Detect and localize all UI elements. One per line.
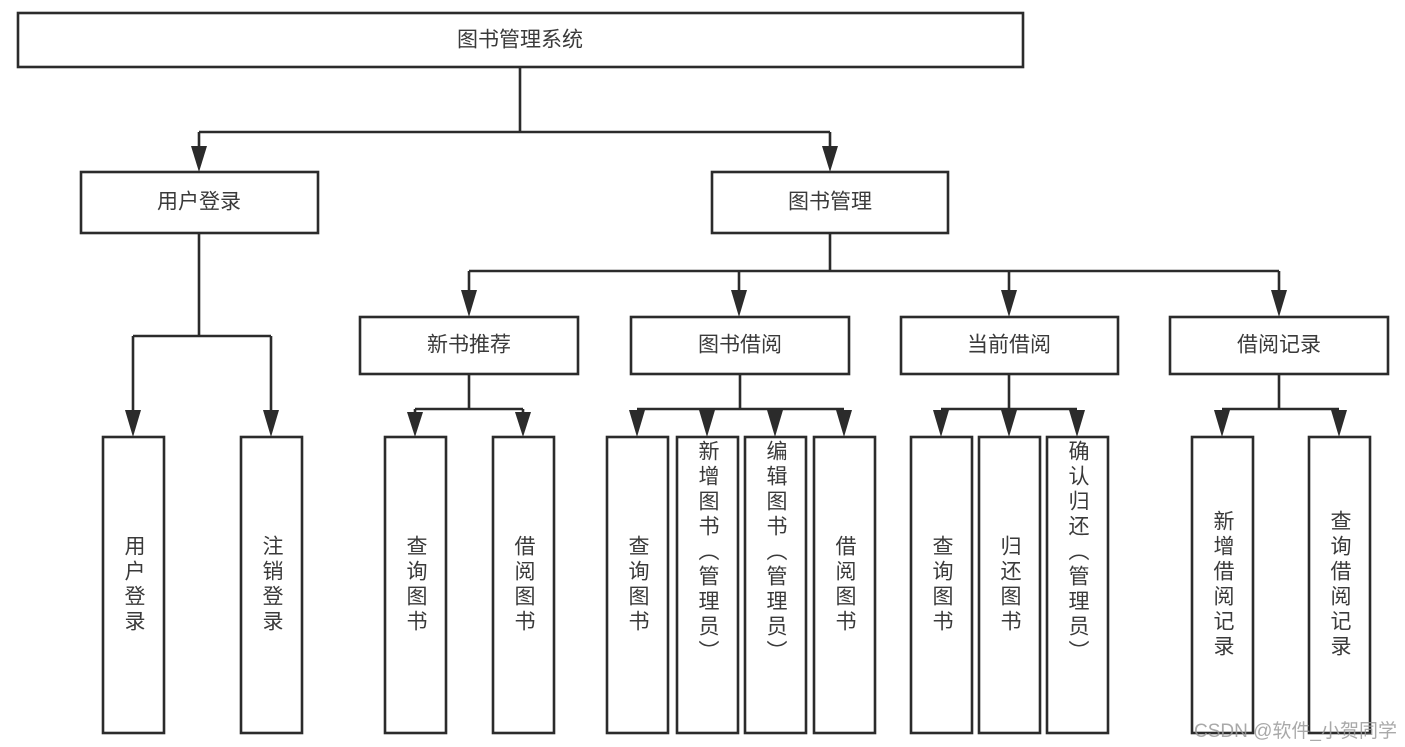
arrowhead-root-to-user-login — [191, 146, 207, 172]
leaf-user-login-box[interactable] — [101, 435, 166, 735]
leaf-bb-add-box[interactable] — [675, 435, 740, 735]
node-borrow-record[interactable]: 借阅记录 — [1168, 315, 1390, 376]
leaf-nb-borrow-box[interactable] — [491, 435, 556, 735]
arrowhead-current-borrow — [1001, 290, 1017, 317]
leaf-logout-box[interactable] — [239, 435, 304, 735]
leaf-cb-confirm-box[interactable] — [1045, 435, 1110, 735]
arrowhead-br-add — [1214, 410, 1230, 437]
node-current-borrow[interactable]: 当前借阅 — [899, 315, 1120, 376]
node-current-borrow-box — [899, 315, 1120, 376]
node-new-book-recommend-box — [358, 315, 580, 376]
arrowhead-borrow-record — [1271, 290, 1287, 317]
node-book-management-label: 图书管理 — [788, 191, 872, 214]
arrowhead-new-book — [461, 290, 477, 317]
node-new-book-recommend-label: 新书推荐 — [427, 334, 511, 357]
arrowhead-leaf-user-login — [125, 410, 141, 437]
arrowhead-leaf-logout — [263, 410, 279, 437]
arrowhead-root-to-book-mgmt — [822, 146, 838, 172]
arrowhead-nb-borrow — [515, 412, 531, 437]
node-borrow-record-label: 借阅记录 — [1237, 334, 1321, 357]
arrowhead-cb-query — [933, 410, 949, 437]
node-book-borrow[interactable]: 图书借阅 — [629, 315, 851, 376]
leaf-nb-query-box[interactable] — [383, 435, 448, 735]
arrowhead-cb-return — [1001, 410, 1017, 437]
node-current-borrow-label: 当前借阅 — [967, 334, 1051, 357]
arrowhead-book-borrow — [731, 290, 747, 317]
node-root-label: 图书管理系统 — [457, 29, 583, 52]
arrowhead-cb-confirm — [1069, 410, 1085, 437]
arrowhead-bb-edit — [767, 410, 783, 437]
arrowhead-bb-query — [629, 410, 645, 437]
node-user-login[interactable]: 用户登录 — [79, 170, 320, 235]
node-book-borrow-box — [629, 315, 851, 376]
arrowhead-bb-borrow — [836, 410, 852, 437]
node-root-box — [16, 11, 1025, 69]
arrowhead-nb-query — [407, 412, 423, 437]
arrowhead-bb-add — [699, 410, 715, 437]
node-book-management-box — [710, 170, 950, 235]
node-book-management[interactable]: 图书管理 — [710, 170, 950, 235]
leaf-bb-query-box[interactable] — [605, 435, 670, 735]
node-book-borrow-label: 图书借阅 — [698, 334, 782, 357]
node-borrow-record-box — [1168, 315, 1390, 376]
leaf-bb-borrow-box[interactable] — [812, 435, 877, 735]
node-user-login-label: 用户登录 — [157, 191, 241, 214]
node-new-book-recommend[interactable]: 新书推荐 — [358, 315, 580, 376]
leaf-br-query-box[interactable] — [1307, 435, 1372, 735]
leaf-cb-return-box[interactable] — [977, 435, 1042, 735]
leaf-bb-edit-box[interactable] — [743, 435, 808, 735]
arrowhead-br-query — [1331, 410, 1347, 437]
leaf-cb-query-box[interactable] — [909, 435, 974, 735]
node-root[interactable]: 图书管理系统 — [16, 11, 1025, 69]
leaf-br-add-box[interactable] — [1190, 435, 1255, 735]
